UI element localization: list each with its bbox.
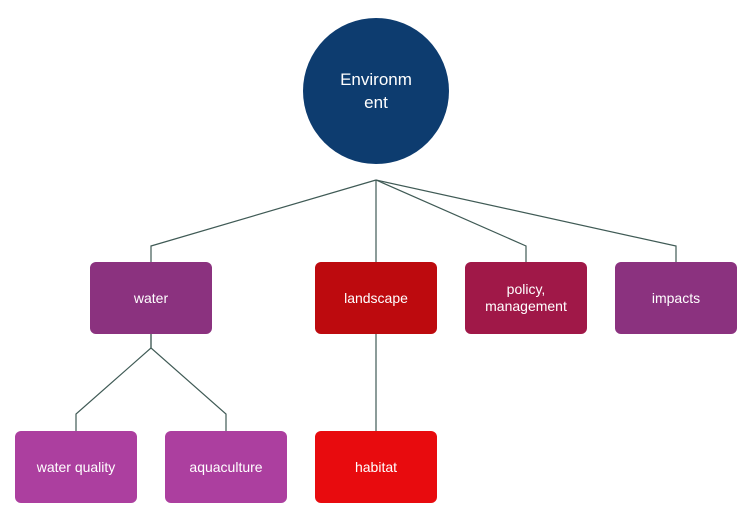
connector-water-water-quality xyxy=(75,334,152,431)
node-habitat-label: habitat xyxy=(354,458,398,475)
node-impacts-label: impacts xyxy=(651,289,701,306)
connector-root-water xyxy=(150,179,377,262)
root-node-label: Environm ent xyxy=(340,70,412,112)
node-habitat: habitat xyxy=(315,431,437,503)
node-water-label: water xyxy=(133,289,169,306)
node-policy-management-label: policy, management xyxy=(485,281,567,314)
root-node-environment: Environm ent xyxy=(303,18,449,164)
connector-root-policy xyxy=(375,179,527,262)
node-landscape-label: landscape xyxy=(344,289,408,306)
node-aquaculture: aquaculture xyxy=(165,431,287,503)
connector-root-impacts xyxy=(375,179,677,262)
node-impacts: impacts xyxy=(615,262,737,334)
connector-water-aquaculture xyxy=(150,334,227,431)
node-aquaculture-label: aquaculture xyxy=(189,458,263,475)
node-water-quality-label: water quality xyxy=(36,458,116,475)
node-water: water xyxy=(90,262,212,334)
node-landscape: landscape xyxy=(315,262,437,334)
node-policy-management: policy, management xyxy=(465,262,587,334)
node-water-quality: water quality xyxy=(15,431,137,503)
